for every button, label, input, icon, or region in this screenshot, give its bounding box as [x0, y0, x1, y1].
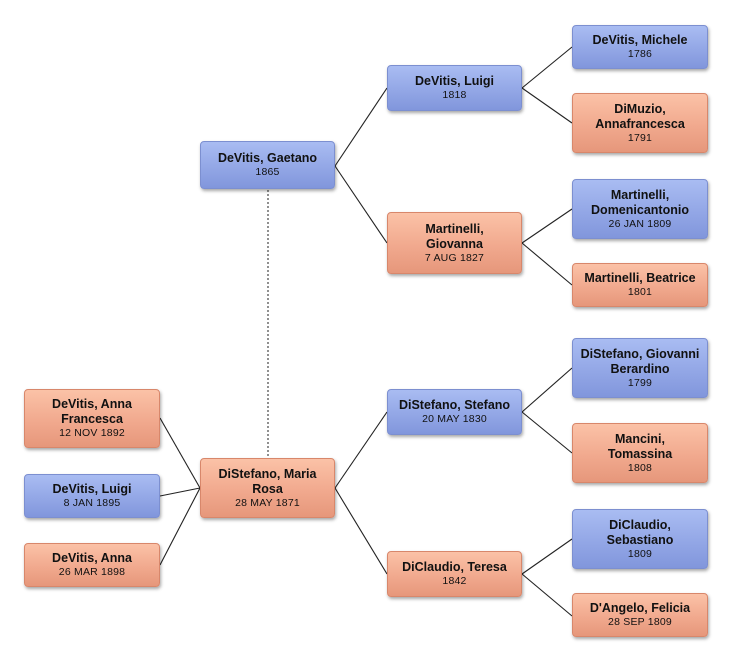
person-name: Mancini, Tomassina	[607, 431, 673, 461]
person-box-child-luigi[interactable]: DeVitis, Luigi 8 JAN 1895	[24, 474, 160, 518]
person-date: 26 MAR 1898	[58, 566, 126, 578]
connector-maria-mother	[334, 487, 388, 575]
person-date: 8 JAN 1895	[63, 497, 121, 509]
person-name: Martinelli, Domenicantonio	[591, 187, 689, 217]
connector-giovanna-father	[521, 208, 573, 244]
person-date: 1799	[627, 376, 653, 389]
person-name: Martinelli, Beatrice	[584, 271, 696, 285]
person-box-annafrancesca[interactable]: DiMuzio, Annafrancesca 1791	[572, 93, 708, 153]
person-date: 1842	[442, 575, 467, 587]
person-date: 1791	[627, 131, 653, 144]
person-box-maria-rosa[interactable]: DiStefano, Maria Rosa 28 MAY 1871	[200, 458, 335, 518]
person-name: DiClaudio, Sebastiano	[606, 517, 674, 547]
person-box-stefano[interactable]: DiStefano, Stefano 20 MAY 1830	[387, 389, 522, 435]
connector-teresa-mother	[521, 573, 573, 617]
person-date: 28 SEP 1809	[608, 616, 672, 628]
person-box-beatrice[interactable]: Martinelli, Beatrice 1801	[572, 263, 708, 307]
connector-maria-father	[334, 411, 388, 489]
person-name: DiStefano, Maria Rosa	[218, 466, 317, 496]
person-name: DeVitis, Michele	[592, 33, 688, 47]
person-box-teresa[interactable]: DiClaudio, Teresa 1842	[387, 551, 522, 597]
person-date: 1801	[627, 286, 653, 298]
person-name: D'Angelo, Felicia	[589, 601, 691, 615]
connector-gaetano-mother	[334, 165, 388, 244]
person-name: DiClaudio, Teresa	[402, 560, 507, 574]
person-box-luigi-1818[interactable]: DeVitis, Luigi 1818	[387, 65, 522, 111]
person-name: DeVitis, Anna	[52, 551, 132, 565]
connector-stefano-father	[521, 367, 573, 413]
person-date: 1809	[627, 547, 653, 560]
person-box-gaetano[interactable]: DeVitis, Gaetano 1865	[200, 141, 335, 189]
person-box-michele[interactable]: DeVitis, Michele 1786	[572, 25, 708, 69]
person-name: DiStefano, Giovanni Berardino	[580, 346, 700, 376]
person-date: 26 JAN 1809	[608, 217, 672, 230]
person-name: DeVitis, Anna Francesca	[52, 397, 132, 426]
person-name: DiStefano, Stefano	[398, 398, 511, 412]
person-date: 28 MAY 1871	[235, 496, 300, 509]
person-date: 12 NOV 1892	[59, 427, 125, 439]
person-box-tomassina[interactable]: Mancini, Tomassina 1808	[572, 423, 708, 483]
connector-stefano-mother	[521, 411, 573, 454]
connector-luigi-father	[521, 46, 573, 89]
person-date: 1786	[627, 48, 653, 60]
connector-child-anna	[159, 487, 201, 566]
person-box-giovanni-berardino[interactable]: DiStefano, Giovanni Berardino 1799	[572, 338, 708, 398]
person-box-giovanna[interactable]: Martinelli, Giovanna 7 AUG 1827	[387, 212, 522, 274]
person-date: 1808	[627, 461, 653, 474]
person-date: 7 AUG 1827	[424, 251, 485, 264]
connector-luigi-mother	[521, 87, 573, 124]
person-date: 1818	[442, 89, 467, 101]
connector-gaetano-father	[334, 87, 388, 167]
person-box-sebastiano[interactable]: DiClaudio, Sebastiano 1809	[572, 509, 708, 569]
person-name: DiMuzio, Annafrancesca	[595, 101, 685, 131]
person-box-domenicantonio[interactable]: Martinelli, Domenicantonio 26 JAN 1809	[572, 179, 708, 239]
person-name: DeVitis, Luigi	[52, 482, 132, 496]
person-box-child-anna-francesca[interactable]: DeVitis, Anna Francesca 12 NOV 1892	[24, 389, 160, 448]
person-box-child-anna[interactable]: DeVitis, Anna 26 MAR 1898	[24, 543, 160, 587]
person-name: Martinelli, Giovanna	[425, 221, 484, 251]
person-name: DeVitis, Luigi	[415, 74, 494, 88]
connector-child-luigi	[159, 487, 201, 497]
connector-giovanna-mother	[521, 242, 573, 286]
connector-child-anna-francesca	[159, 417, 201, 489]
connector-teresa-father	[521, 538, 573, 575]
person-date: 1865	[255, 166, 280, 178]
person-box-felicia[interactable]: D'Angelo, Felicia 28 SEP 1809	[572, 593, 708, 637]
person-date: 20 MAY 1830	[422, 413, 487, 425]
person-name: DeVitis, Gaetano	[217, 151, 318, 165]
